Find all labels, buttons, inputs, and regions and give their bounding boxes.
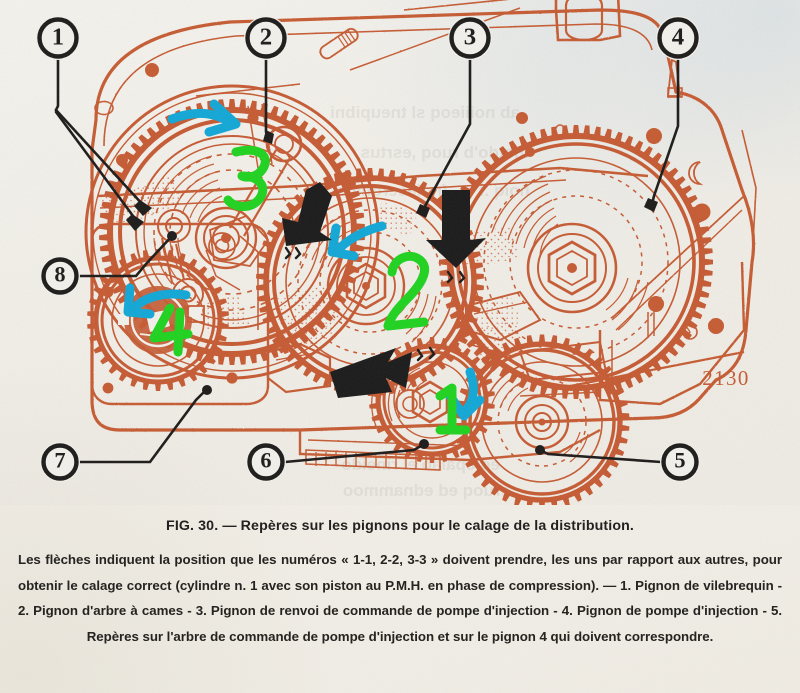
callout-2[interactable]: 2 bbox=[244, 16, 288, 60]
callout-5[interactable]: 5 bbox=[660, 442, 700, 482]
callout-6[interactable]: 6 bbox=[246, 442, 286, 482]
callout-3[interactable]: 3 bbox=[448, 16, 492, 60]
callout-8[interactable]: 8 bbox=[40, 256, 80, 296]
figure-caption-block: FIG. 30. — Repères sur les pignons pour … bbox=[0, 505, 800, 693]
callout-6-label: 6 bbox=[260, 448, 271, 473]
callout-7[interactable]: 7 bbox=[40, 442, 80, 482]
callout-2-label: 2 bbox=[260, 23, 272, 50]
timing-gear-diagram: ab noiiieoq sl tneupibni tnstdo'b ruoq ,… bbox=[0, 0, 800, 505]
svg-text:ab noiiieoq sl tneupibni: ab noiiieoq sl tneupibni bbox=[330, 103, 520, 122]
callout-1-label: 1 bbox=[52, 23, 64, 50]
timing-mark-2-2 bbox=[446, 270, 466, 284]
callout-3-label: 3 bbox=[464, 23, 476, 50]
callout-4-label: 4 bbox=[672, 23, 684, 50]
drawing-number: 2130 bbox=[702, 366, 750, 390]
callout-8-label: 8 bbox=[54, 262, 65, 287]
figure-title: FIG. 30. — Repères sur les pignons pour … bbox=[166, 518, 634, 534]
cyan-arrow-gear2 bbox=[327, 221, 387, 261]
callout-7-label: 7 bbox=[54, 448, 65, 473]
figure-caption-body: Les flèches indiquent la position que le… bbox=[18, 552, 782, 644]
callout-4[interactable]: 4 bbox=[656, 16, 700, 60]
callout-1[interactable]: 1 bbox=[36, 16, 80, 60]
callout-5-label: 5 bbox=[674, 448, 685, 473]
